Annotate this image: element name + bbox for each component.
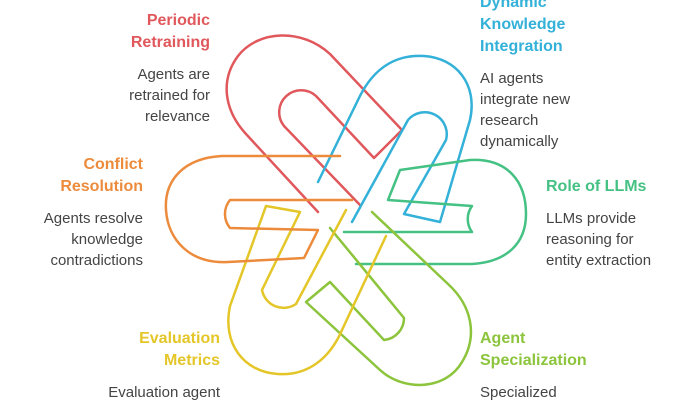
segment-description: Specialized bbox=[480, 384, 557, 400]
segment-title: Agent Specialization bbox=[480, 330, 587, 369]
loop-agent-specialization bbox=[304, 210, 473, 387]
segment-description: Agents resolve knowledge contradictions bbox=[43, 210, 143, 269]
segment-agent-specialization: Agent Specialization Specialized bbox=[480, 328, 630, 400]
loop-dynamic-knowledge-integration bbox=[316, 54, 473, 224]
segment-description: Evaluation agent bbox=[108, 384, 220, 400]
segment-role-of-llms: Role of LLMs LLMs provide reasoning for … bbox=[546, 176, 696, 271]
segment-dynamic-knowledge-integration: Dynamic Knowledge Integration AI agents … bbox=[480, 0, 640, 152]
segment-title: Dynamic Knowledge Integration bbox=[480, 0, 566, 55]
loop-role-of-llms bbox=[342, 158, 528, 266]
segment-title: Periodic Retraining bbox=[130, 12, 210, 51]
loop-periodic-retraining bbox=[225, 34, 404, 214]
loop-conflict-resolution bbox=[164, 154, 354, 264]
segment-title: Evaluation Metrics bbox=[139, 330, 220, 369]
segment-description: AI agents integrate new research dynamic… bbox=[480, 70, 571, 150]
segment-title: Role of LLMs bbox=[546, 178, 647, 195]
segment-description: Agents are retrained for relevance bbox=[129, 66, 210, 125]
segment-conflict-resolution: Conflict Resolution Agents resolve knowl… bbox=[0, 154, 143, 271]
segment-title: Conflict Resolution bbox=[60, 156, 143, 195]
segment-evaluation-metrics: Evaluation Metrics Evaluation agent bbox=[60, 328, 220, 400]
loop-evaluation-metrics bbox=[227, 204, 388, 376]
segment-periodic-retraining: Periodic Retraining Agents are retrained… bbox=[60, 10, 210, 127]
segment-description: LLMs provide reasoning for entity extrac… bbox=[546, 210, 652, 269]
